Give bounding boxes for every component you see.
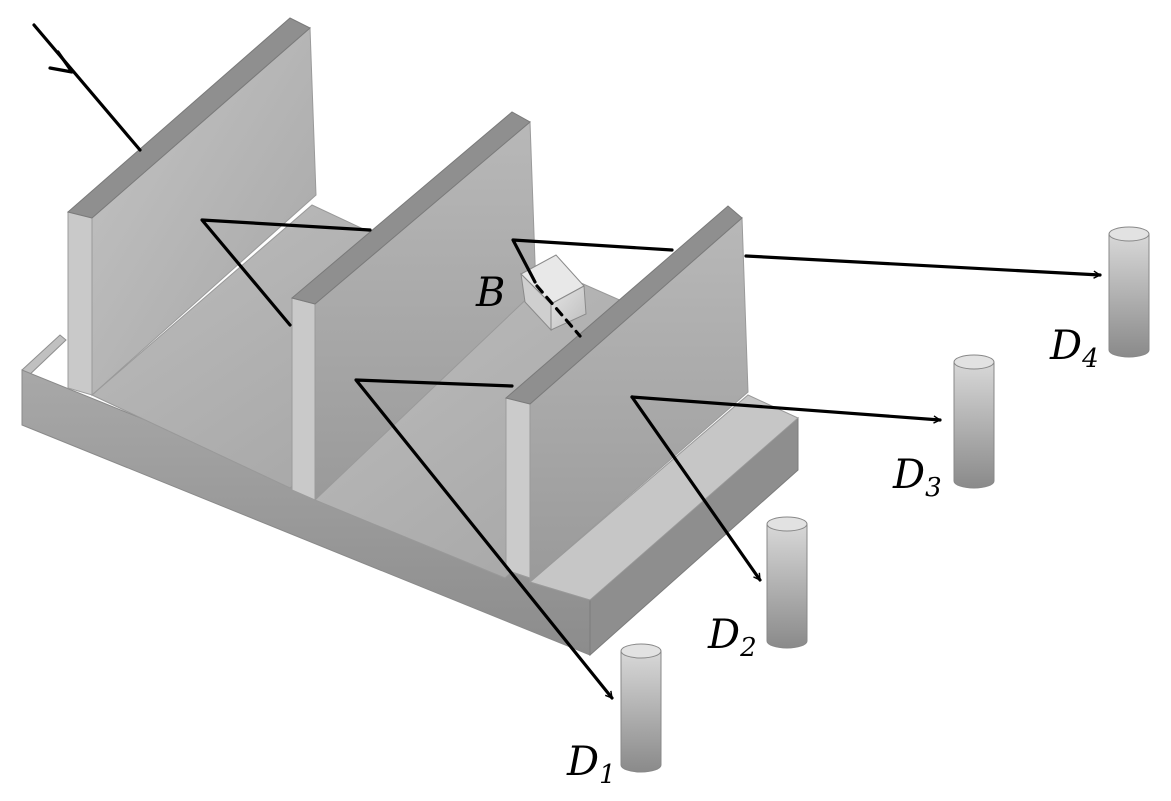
base-platform bbox=[21, 334, 799, 657]
detector-d1-top bbox=[620, 643, 662, 659]
wall-1-left-post bbox=[67, 211, 93, 396]
label-d2-sub: 2 bbox=[739, 633, 757, 663]
beam-wall2-to-d1 bbox=[354, 378, 614, 700]
detector-d4-top bbox=[1108, 226, 1150, 242]
beam-paths bbox=[32, 23, 1102, 700]
wall-3-top-edge bbox=[504, 205, 743, 405]
beam-to-d3 bbox=[630, 395, 942, 424]
wall-3-left-post bbox=[505, 397, 531, 579]
label-d3-main: D bbox=[892, 452, 925, 498]
wall-2-left-post bbox=[291, 297, 316, 501]
label-d2: D2 bbox=[707, 612, 757, 663]
detector-d4 bbox=[1108, 226, 1150, 358]
detector-d2-body bbox=[766, 523, 808, 649]
label-d1-sub: 1 bbox=[599, 760, 616, 790]
label-d2-main: D bbox=[707, 612, 740, 658]
input-beam bbox=[32, 23, 142, 152]
beam-cube-dashed bbox=[535, 284, 582, 338]
detector-d2-top bbox=[766, 516, 808, 532]
cube-right bbox=[550, 285, 587, 331]
label-beamsplitter: B bbox=[475, 270, 505, 316]
detector-d2 bbox=[766, 516, 808, 649]
beam-to-d2 bbox=[630, 395, 762, 582]
label-d4: D4 bbox=[1049, 323, 1099, 374]
beam-to-d4 bbox=[744, 254, 1102, 279]
wall-2-top-edge bbox=[290, 111, 531, 305]
detector-d3-top bbox=[953, 354, 995, 370]
beamsplitter-cube bbox=[520, 254, 587, 332]
input-arrow-icon bbox=[48, 50, 74, 74]
detector-d1-body bbox=[620, 650, 662, 773]
label-d4-sub: 4 bbox=[1081, 344, 1099, 374]
beam-wall1-zigzag bbox=[200, 218, 372, 327]
base-left-end bbox=[21, 334, 67, 379]
label-d4-main: D bbox=[1049, 323, 1082, 369]
detector-d3-body bbox=[953, 361, 995, 489]
detector-d1 bbox=[620, 643, 662, 773]
beam-cube-reflection bbox=[511, 238, 674, 284]
label-d1: D1 bbox=[566, 739, 616, 790]
label-d3-sub: 3 bbox=[925, 473, 942, 503]
detector-d4-body bbox=[1108, 233, 1150, 358]
wall-1-top-edge bbox=[66, 17, 311, 219]
wall-3 bbox=[504, 205, 749, 584]
detector-d3 bbox=[953, 354, 995, 489]
label-d1-main: D bbox=[566, 739, 599, 785]
label-d3: D3 bbox=[892, 452, 942, 503]
